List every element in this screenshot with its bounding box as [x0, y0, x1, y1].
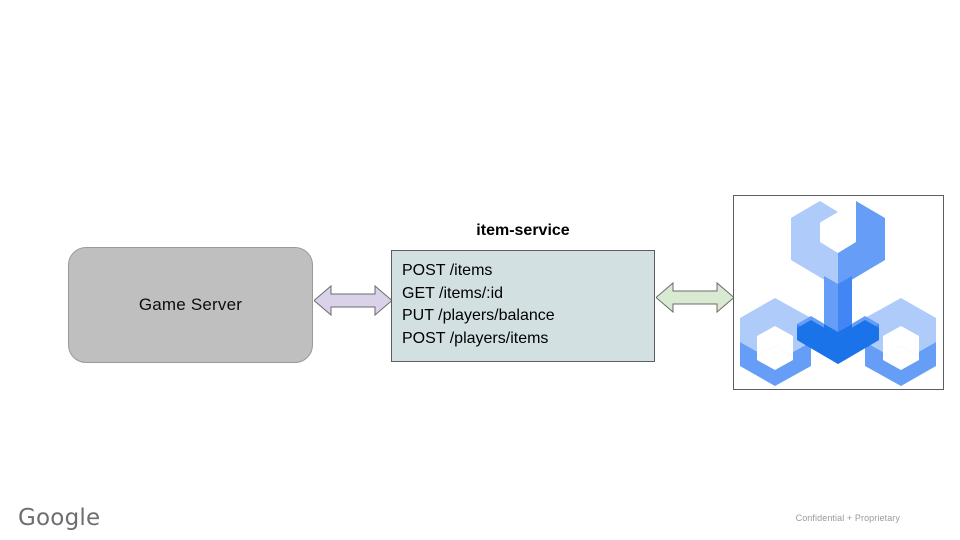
item-service-box[interactable]: POST /items GET /items/:id PUT /players/… [391, 250, 655, 362]
double-headed-arrow-icon [655, 281, 735, 314]
confidential-proprietary-note: Confidential + Proprietary [795, 513, 900, 523]
endpoint-row: POST /players/items [402, 329, 549, 347]
double-headed-arrow-icon [313, 284, 393, 317]
endpoint-row: POST /items [402, 262, 493, 279]
logo-panel [733, 195, 944, 390]
connector-gameserver-to-item-service [313, 280, 393, 321]
endpoint-row: PUT /players/balance [402, 307, 555, 324]
game-server-label: Game Server [138, 295, 243, 314]
item-service-title: item-service [476, 222, 570, 239]
isometric-wrench-logo-icon [740, 201, 936, 386]
google-wordmark: Google [18, 505, 101, 531]
game-server-node[interactable]: Game Server [68, 247, 313, 363]
endpoint-row: GET /items/:id [402, 284, 504, 302]
connector-item-service-to-logo [655, 277, 735, 318]
